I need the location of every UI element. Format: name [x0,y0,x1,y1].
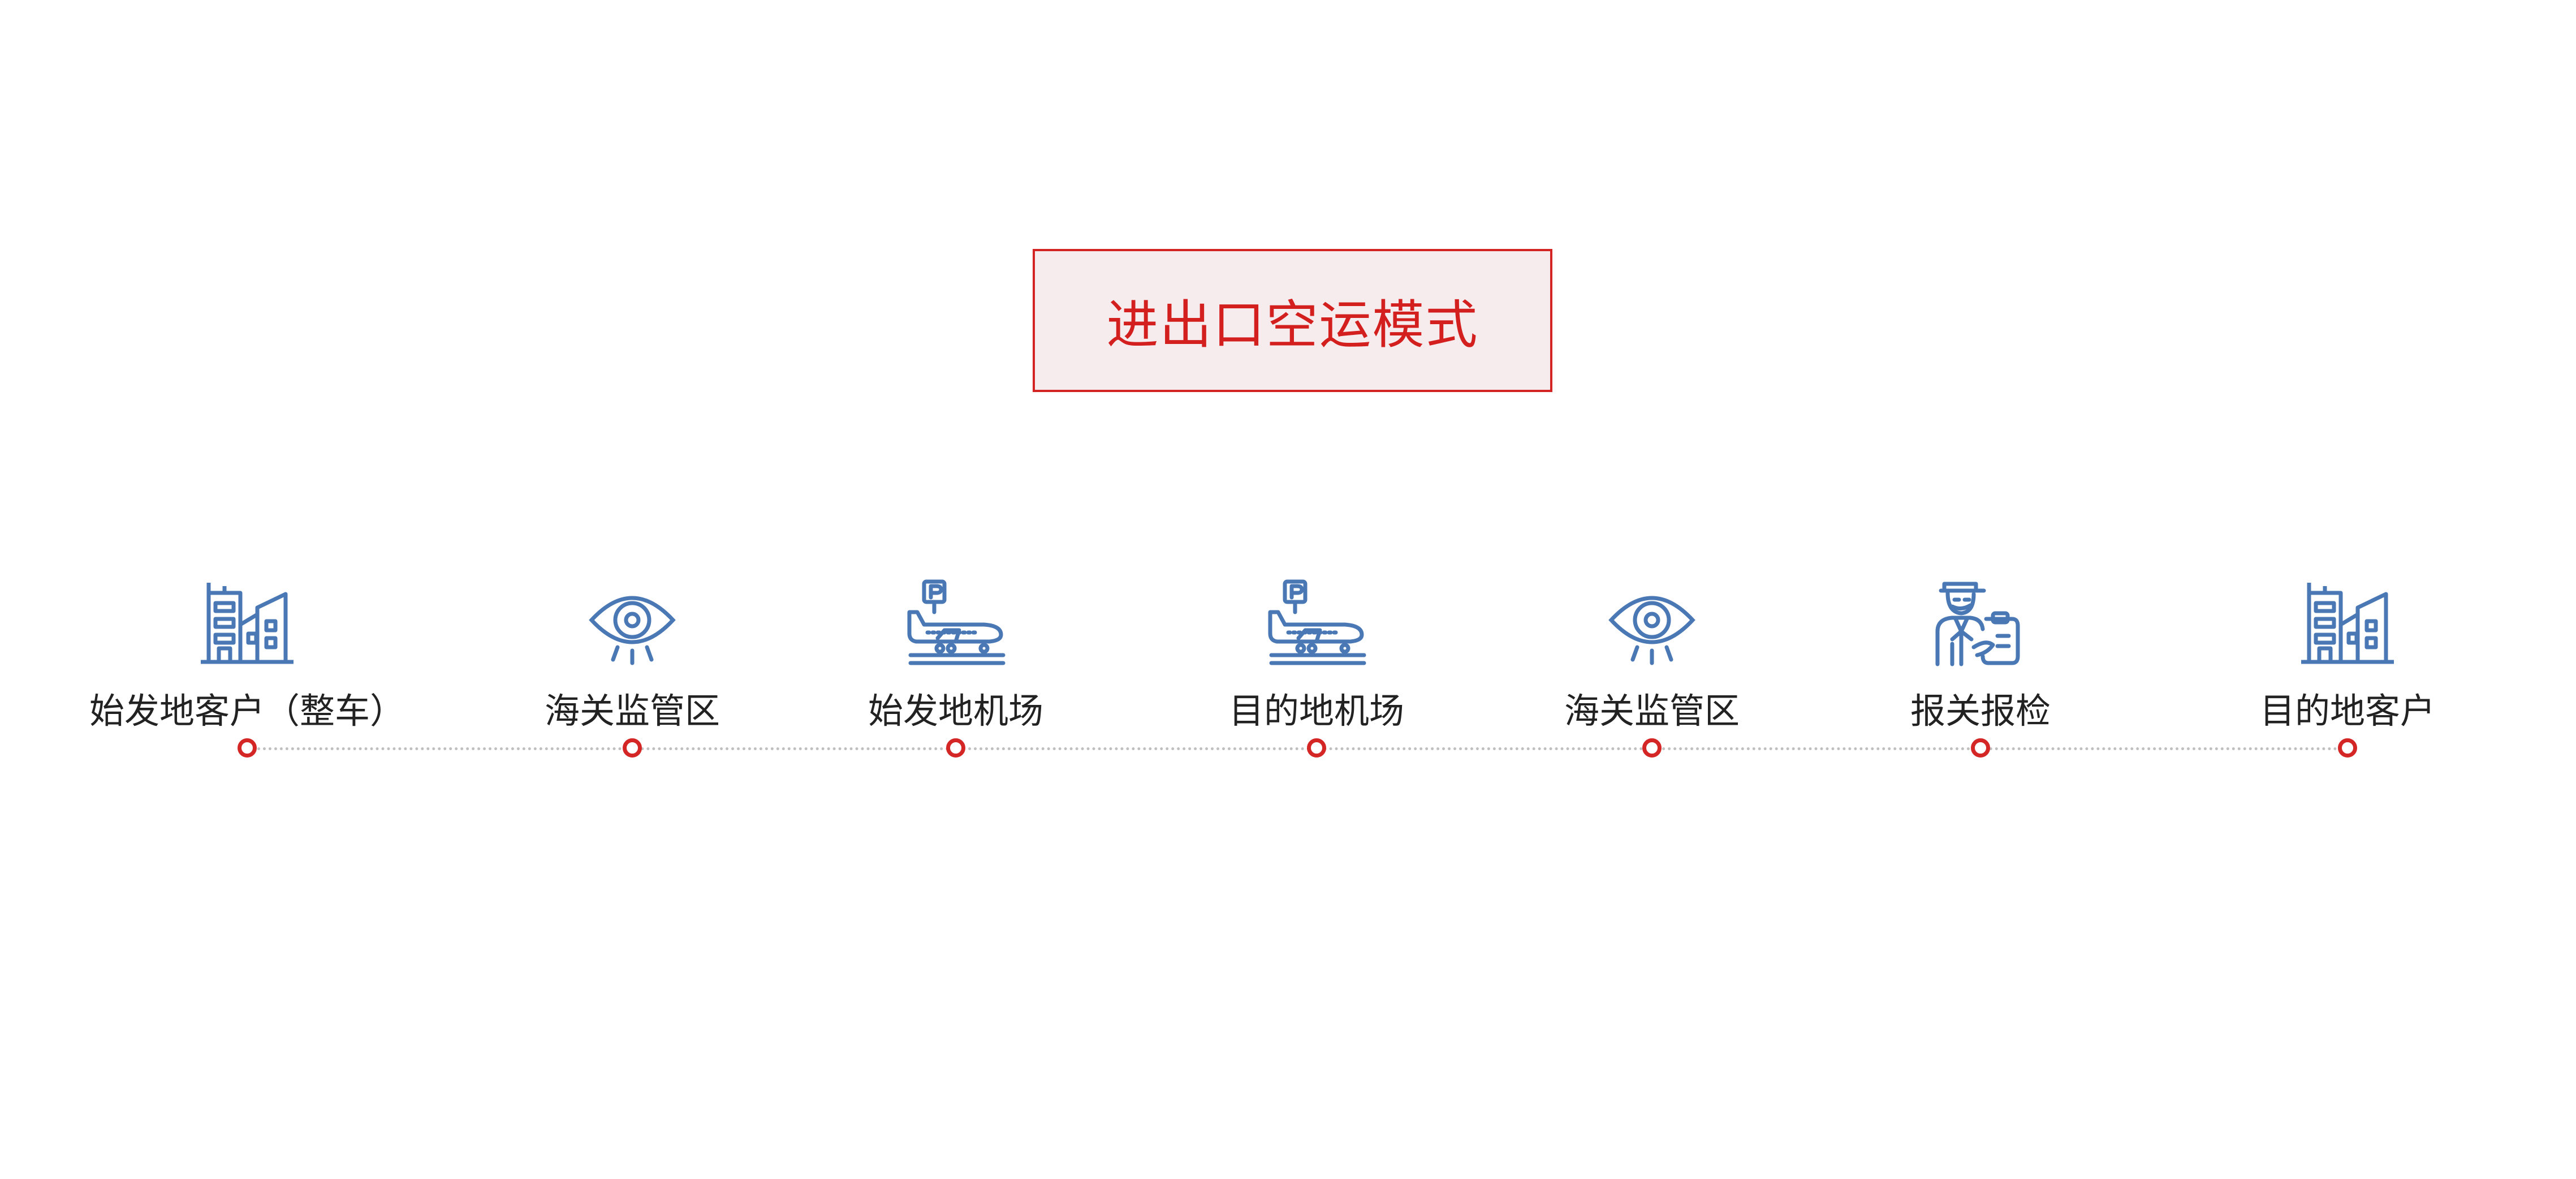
airplane-parking-icon [1266,577,1367,668]
eye-icon [581,577,683,668]
eye-icon [1601,577,1703,668]
customs-officer-icon [1930,577,2031,668]
timeline-node [946,738,965,758]
diagram-title: 进出口空运模式 [1106,295,1479,355]
timeline-node [2338,738,2357,758]
step-label: 海关监管区 [544,690,720,732]
step-label: 海关监管区 [1564,690,1740,732]
step-label: 目的地机场 [1228,690,1404,732]
timeline-node [238,738,257,758]
step-label: 始发地机场 [868,690,1043,732]
office-building-icon [2297,577,2398,668]
title-box: 进出口空运模式 [1033,249,1552,392]
airplane-parking-icon [905,577,1007,668]
step-label: 报关报检 [1910,690,2051,732]
timeline-node [1307,738,1326,758]
timeline-node [1642,738,1662,758]
timeline-node [623,738,642,758]
office-building-icon [196,577,298,668]
timeline-connector [257,747,2350,750]
step-label: 始发地客户（整车） [89,690,405,732]
timeline-node [1971,738,1990,758]
step-label: 目的地客户 [2259,690,2435,732]
